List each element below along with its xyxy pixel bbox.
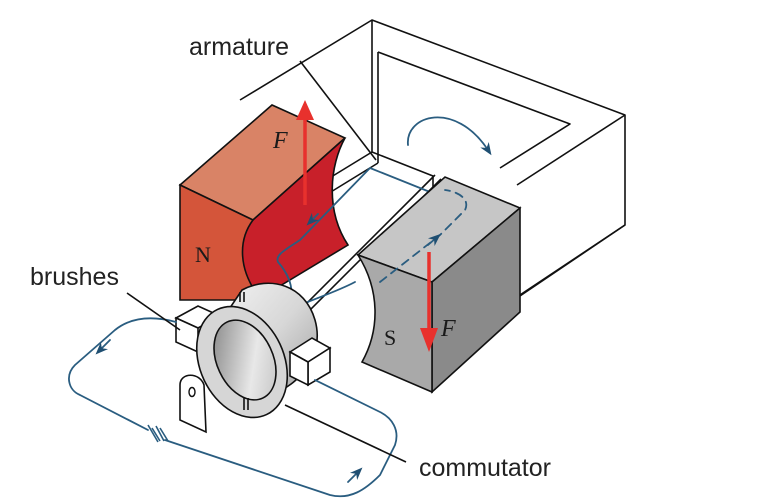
- armature-coil-return: [299, 281, 356, 306]
- north-pole-label: N: [195, 242, 211, 267]
- brushes-label: brushes: [30, 263, 119, 291]
- force-arrow-down: [420, 252, 438, 352]
- armature-coil-arrow-north: [306, 212, 320, 226]
- north-magnet: N: [178, 104, 350, 301]
- bearing-support: [179, 374, 207, 434]
- commutator-label: commutator: [419, 454, 551, 482]
- south-magnet-front: [356, 253, 433, 394]
- brushes-leader-line: [126, 292, 181, 331]
- armature-coil-arrow-south: [427, 233, 441, 246]
- south-pole-label: S: [384, 325, 396, 350]
- north-magnet-curved-face: [241, 137, 350, 300]
- commutator-leader-line: [284, 404, 407, 463]
- brush-right: [288, 337, 332, 387]
- rotation-arrow: [407, 116, 492, 156]
- battery-icon: [147, 424, 169, 443]
- force-label-south: F: [440, 316, 456, 342]
- brush-left: [174, 305, 222, 354]
- force-label-north: F: [272, 128, 288, 154]
- force-arrow-up: [296, 100, 314, 205]
- armature-leader-line: [299, 60, 377, 161]
- armature-coil: [276, 167, 431, 301]
- south-magnet: S: [356, 176, 522, 394]
- external-circuit: [68, 317, 398, 498]
- armature-coil-hidden: [379, 189, 468, 283]
- armature-label: armature: [189, 33, 289, 61]
